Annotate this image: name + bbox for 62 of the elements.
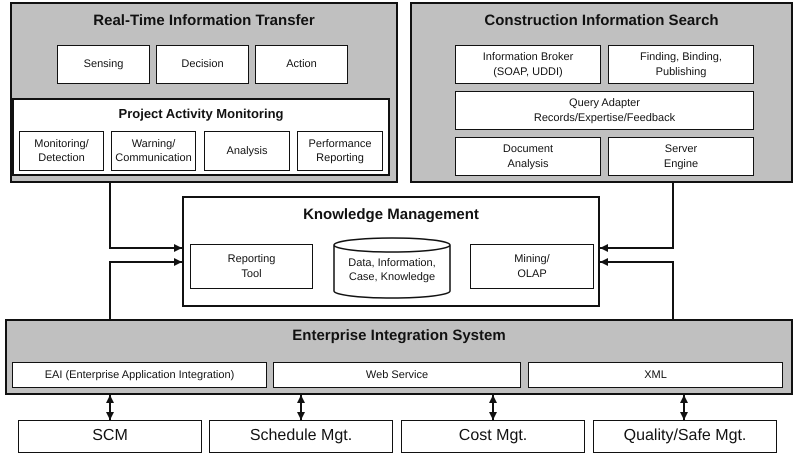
- node-label: Performance Reporting: [308, 136, 372, 166]
- component-box: [528, 362, 783, 388]
- system-box: [18, 420, 202, 453]
- arrow: [297, 395, 305, 420]
- module-panel: [5, 319, 793, 395]
- group-heading: Construction Information Search: [483, 12, 720, 29]
- group-box: [182, 196, 600, 307]
- node-label: Decision: [180, 57, 225, 72]
- node-label: Schedule Mgt.: [248, 426, 354, 446]
- component-box: [273, 362, 521, 388]
- database-cylinder: [333, 237, 451, 299]
- node-label: Sensing: [82, 57, 124, 72]
- node-label: Server Engine: [662, 142, 700, 171]
- group-heading: Enterprise Integration System: [291, 327, 507, 344]
- node-label: EAI (Enterprise Application Integration): [44, 368, 236, 382]
- arrow: [680, 395, 688, 420]
- node-label: Query Adapter Records/Expertise/Feedback: [532, 96, 676, 125]
- group-heading: Real-Time Information Transfer: [92, 12, 316, 29]
- system-box: [593, 420, 777, 453]
- group-heading: Project Activity Monitoring: [118, 106, 284, 121]
- node-label: Document Analysis: [502, 142, 554, 171]
- arrow: [109, 258, 182, 319]
- component-box: [470, 244, 594, 289]
- node-label: Information Broker (SOAP, UDDI): [482, 50, 574, 79]
- module-panel: [10, 2, 398, 183]
- arrow: [600, 258, 674, 319]
- component-box: [204, 131, 290, 171]
- component-box: [57, 45, 150, 84]
- system-box: [401, 420, 585, 453]
- node-label: Action: [285, 57, 318, 72]
- arrow: [600, 183, 674, 252]
- node-label: Finding, Binding, Publishing: [639, 50, 723, 79]
- arrow: [106, 395, 114, 420]
- node-label: Analysis: [226, 144, 268, 158]
- component-box: [455, 91, 754, 130]
- node-label: Cost Mgt.: [458, 426, 528, 446]
- node-label: Warning/ Communication: [114, 136, 193, 166]
- node-label: Data, Information, Case, Knowledge: [347, 256, 437, 284]
- component-box: [156, 45, 249, 84]
- module-panel: [410, 2, 793, 183]
- arrow: [109, 183, 182, 252]
- node-label: Web Service: [364, 368, 430, 382]
- group-heading: Knowledge Management: [302, 206, 480, 223]
- node-label: Mining/ OLAP: [513, 252, 551, 281]
- component-box: [255, 45, 348, 84]
- component-box: [19, 131, 104, 171]
- component-box: [608, 137, 754, 176]
- node-label: Monitoring/ Detection: [33, 136, 90, 166]
- node-label: Quality/Safe Mgt.: [622, 426, 748, 446]
- component-box: [111, 131, 196, 171]
- component-box: [608, 45, 754, 84]
- component-box: [190, 244, 313, 289]
- component-box: [297, 131, 383, 171]
- component-box: [12, 362, 267, 388]
- node-label: Reporting Tool: [226, 252, 276, 281]
- component-box: [455, 45, 601, 84]
- arrow: [489, 395, 497, 420]
- system-box: [209, 420, 393, 453]
- group-box: [12, 98, 390, 176]
- node-label: SCM: [91, 426, 129, 446]
- node-label: XML: [643, 368, 668, 382]
- component-box: [455, 137, 601, 176]
